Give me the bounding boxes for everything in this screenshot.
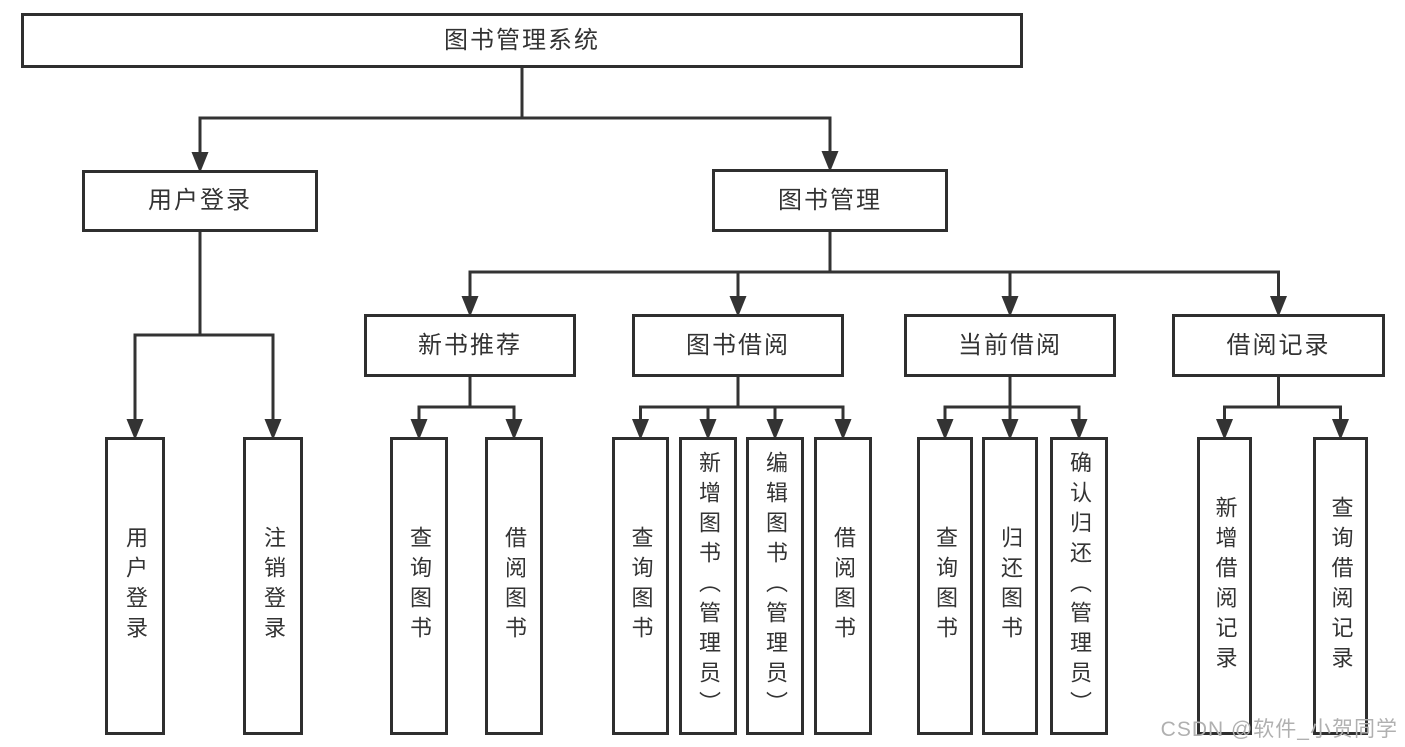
arrowhead-leaf-bb-query — [632, 419, 649, 440]
arrowhead-borrow-records — [1270, 296, 1287, 317]
arrowhead-book-management — [821, 151, 839, 172]
node-leaf-nb-query: 查询图书 — [390, 437, 448, 735]
node-leaf-bb-borrow: 借阅图书 — [814, 437, 872, 735]
node-new-book-recommend: 新书推荐 — [364, 314, 576, 377]
arrowhead-leaf-logout — [264, 419, 282, 440]
node-leaf-user-login: 用户登录 — [105, 437, 165, 735]
arrowhead-leaf-bb-add — [699, 419, 717, 440]
arrowhead-user-login — [191, 152, 209, 173]
node-leaf-bb-add: 新增图书（管理员） — [679, 437, 737, 735]
watermark: CSDN @软件_小贺同学 — [1160, 718, 1398, 741]
arrowhead-leaf-nb-query — [410, 419, 428, 440]
arrowhead-leaf-nb-borrow — [505, 419, 523, 440]
node-leaf-nb-borrow: 借阅图书 — [485, 437, 543, 735]
arrowhead-leaf-cb-query — [936, 419, 954, 440]
node-leaf-bb-query: 查询图书 — [612, 437, 669, 735]
node-leaf-br-query: 查询借阅记录 — [1313, 437, 1368, 735]
node-leaf-logout: 注销登录 — [243, 437, 303, 735]
arrowhead-new-book-recommend — [461, 296, 479, 317]
node-leaf-cb-return: 归还图书 — [982, 437, 1038, 735]
node-leaf-cb-confirm: 确认归还（管理员） — [1050, 437, 1108, 735]
arrowhead-leaf-br-add — [1216, 419, 1233, 440]
arrowhead-book-borrow — [729, 296, 747, 317]
node-leaf-cb-query: 查询图书 — [917, 437, 973, 735]
node-leaf-br-add: 新增借阅记录 — [1197, 437, 1252, 735]
arrowhead-leaf-bb-edit — [766, 419, 784, 440]
node-book-management: 图书管理 — [712, 169, 948, 232]
arrowhead-leaf-cb-confirm — [1070, 419, 1088, 440]
arrowhead-leaf-cb-return — [1001, 419, 1019, 440]
node-borrow-records: 借阅记录 — [1172, 314, 1385, 377]
node-leaf-bb-edit: 编辑图书（管理员） — [746, 437, 804, 735]
arrowhead-current-borrow — [1001, 296, 1019, 317]
node-book-borrow: 图书借阅 — [632, 314, 844, 377]
arrowhead-leaf-bb-borrow — [834, 419, 852, 440]
node-current-borrow: 当前借阅 — [904, 314, 1116, 377]
node-system: 图书管理系统 — [21, 13, 1023, 68]
arrowhead-leaf-br-query — [1332, 419, 1349, 440]
node-user-login: 用户登录 — [82, 170, 318, 232]
arrowhead-leaf-user-login — [126, 419, 144, 440]
